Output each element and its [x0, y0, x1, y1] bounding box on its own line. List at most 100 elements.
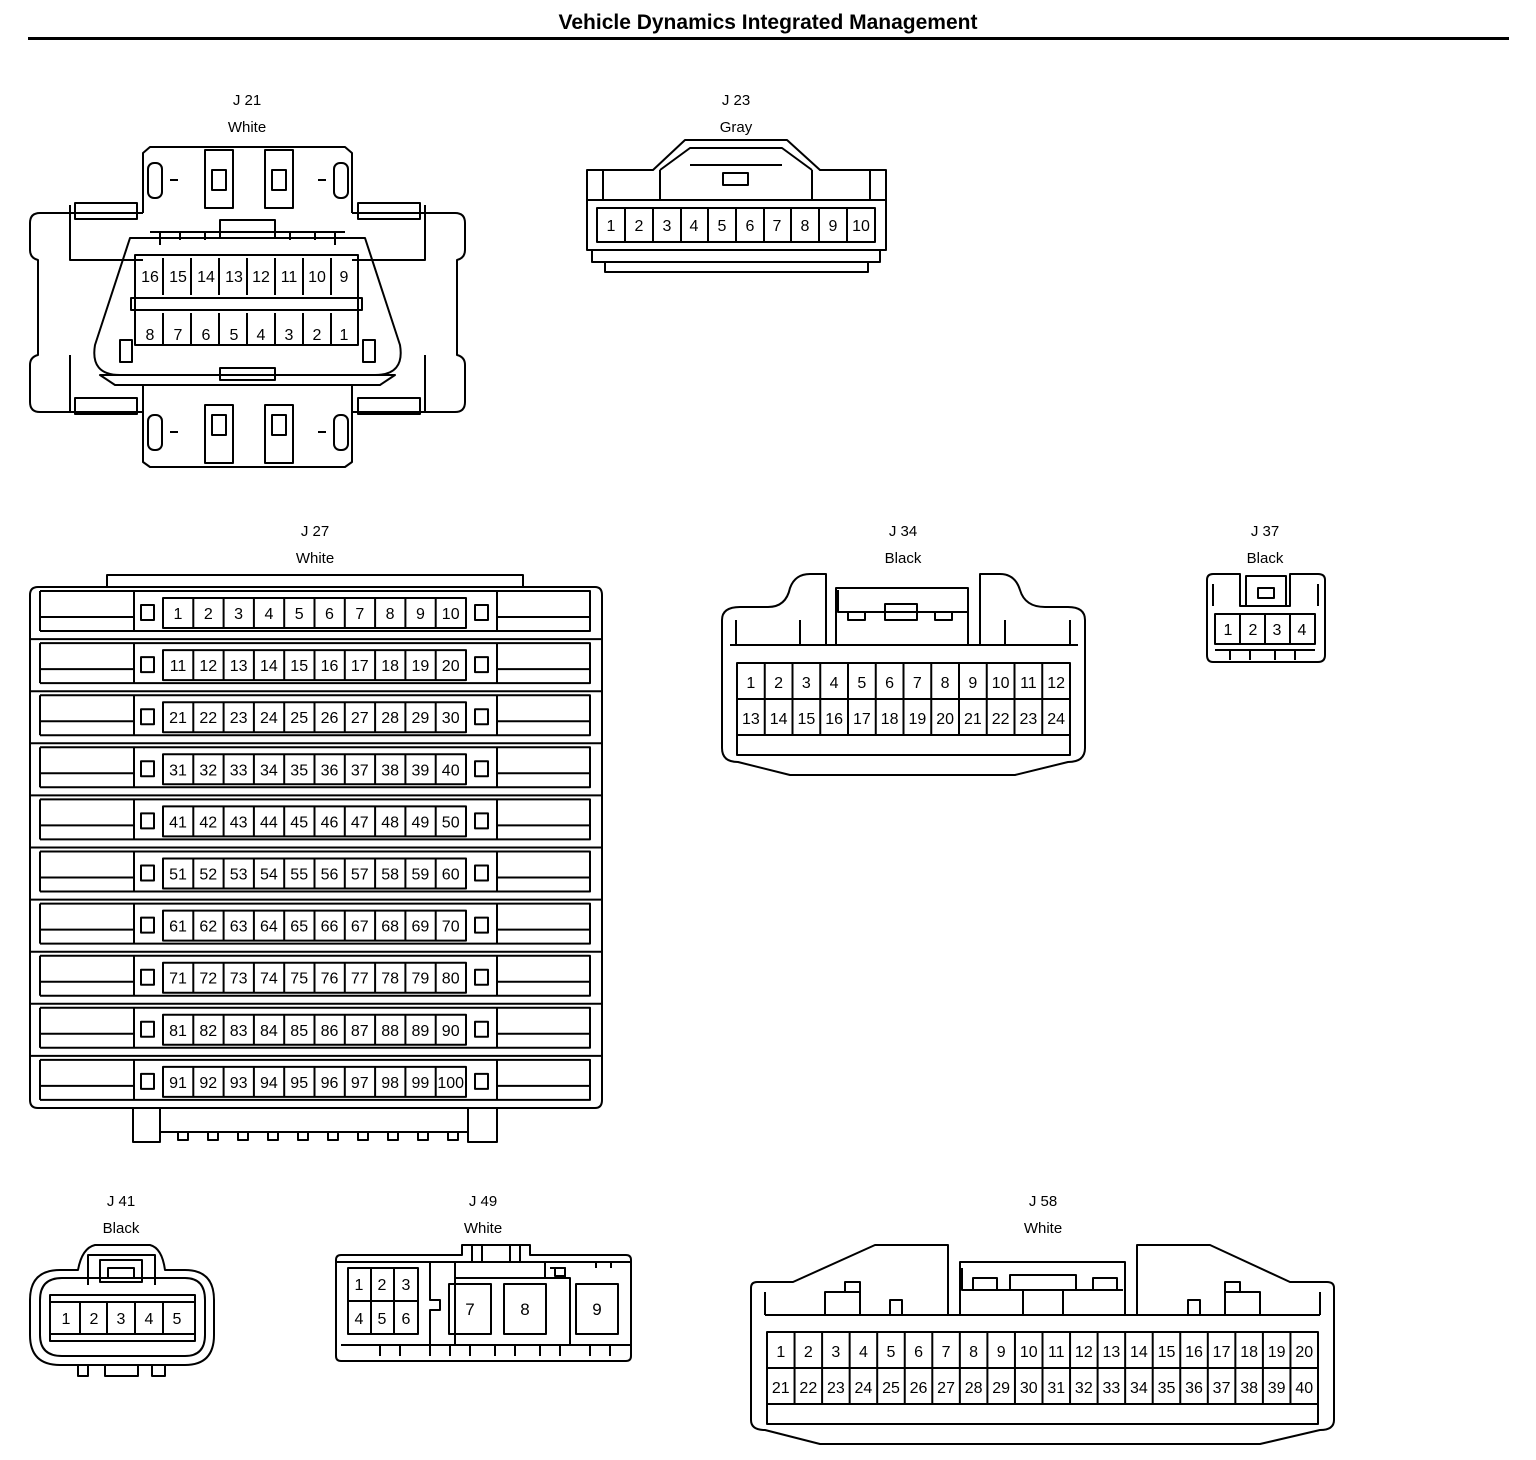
pin-number: 3 [117, 1311, 126, 1328]
pin-number: 45 [290, 814, 308, 831]
row-lock-slot [474, 1072, 489, 1090]
pin-number: 29 [412, 710, 430, 727]
pin-number: 26 [321, 710, 339, 727]
row-panel [40, 902, 591, 945]
pin-number: 14 [1130, 1344, 1148, 1361]
pin-number: 9 [340, 269, 349, 286]
row-panel [40, 1058, 591, 1101]
connector-id: J 23 [722, 92, 750, 109]
pin-number: 8 [146, 327, 155, 344]
pin-number: 34 [260, 762, 278, 779]
pin-number: 92 [199, 1075, 217, 1092]
pin-number: 54 [260, 867, 278, 884]
row-lock-slot [140, 708, 155, 726]
pin-number: 55 [290, 867, 308, 884]
pin-number: 16 [1185, 1344, 1203, 1361]
pin-number: 5 [887, 1344, 896, 1361]
pin-number: 35 [1158, 1380, 1176, 1397]
pin-number: 8 [969, 1344, 978, 1361]
connector-id: J 41 [107, 1193, 135, 1210]
row-window [133, 1059, 498, 1100]
pin-number: 21 [964, 711, 982, 728]
pin-number: 28 [381, 710, 399, 727]
pin-number: 40 [442, 762, 460, 779]
row-lock-slot [140, 760, 155, 778]
pin-number: 27 [351, 710, 369, 727]
connector-color: White [1024, 1220, 1062, 1237]
pin-number: 38 [381, 762, 399, 779]
pin-number: 34 [1130, 1380, 1148, 1397]
pin-number: 39 [412, 762, 430, 779]
pin-number: 25 [290, 710, 308, 727]
pin-number: 14 [260, 658, 278, 675]
connector-body [1206, 573, 1326, 663]
connector-color: White [296, 550, 334, 567]
connector-color: Gray [720, 119, 753, 136]
pin-cavities [79, 1302, 164, 1334]
pin-number: 5 [173, 1311, 182, 1328]
pin-number: 8 [941, 675, 950, 692]
pin-number: 57 [351, 867, 369, 884]
row-lock-slot [140, 1072, 155, 1090]
pin-number: 95 [290, 1075, 308, 1092]
pin-number: 20 [442, 658, 460, 675]
row-lock-slot [474, 812, 489, 830]
pin-number: 91 [169, 1075, 187, 1092]
pin-number: 94 [260, 1075, 278, 1092]
row-lock-slot [474, 864, 489, 882]
pin-number: 77 [351, 971, 369, 988]
pin-number: 68 [381, 919, 399, 936]
connector-j21: J 21 White [29, 92, 466, 468]
row-lock-slot [140, 968, 155, 986]
pin-number: 93 [230, 1075, 248, 1092]
pin-number: 2 [313, 327, 322, 344]
pin-number: 10 [1020, 1344, 1038, 1361]
row-window [133, 591, 498, 631]
pin-number: 11 [1020, 675, 1037, 692]
pin-number: 62 [199, 919, 217, 936]
pin-number: 35 [290, 762, 308, 779]
pin-number: 1 [776, 1344, 785, 1361]
pin-number: 72 [199, 971, 217, 988]
row-panel [40, 798, 591, 841]
pin-number: 22 [199, 710, 217, 727]
row-panel [40, 642, 591, 685]
row-window [133, 747, 498, 788]
pin-number: 19 [908, 711, 926, 728]
row-lock-slot [474, 1020, 489, 1038]
pin-number: 52 [199, 867, 217, 884]
connector-color: Black [103, 1220, 140, 1237]
pin-number: 18 [381, 658, 399, 675]
pin-number: 17 [853, 711, 871, 728]
pin-number: 13 [230, 658, 248, 675]
row-panel [40, 1006, 591, 1049]
pin-number: 6 [914, 1344, 923, 1361]
pin-number: 58 [381, 867, 399, 884]
pin-number: 13 [742, 711, 760, 728]
pin-number: 39 [1268, 1380, 1286, 1397]
pin-number: 76 [321, 971, 339, 988]
pin-number: 63 [230, 919, 248, 936]
pin-number: 59 [412, 867, 430, 884]
pin-number: 83 [230, 1023, 248, 1040]
row-lock-slot [140, 656, 155, 674]
pin-number: 8 [386, 606, 395, 623]
pin-cavities [1239, 614, 1291, 644]
pin-number: 4 [690, 218, 699, 235]
pin-number: 14 [197, 269, 215, 286]
connector-body [335, 1244, 632, 1362]
pin-number: 7 [174, 327, 183, 344]
pin-cavities [162, 258, 332, 345]
pin-number: 65 [290, 919, 308, 936]
pin-number: 79 [412, 971, 430, 988]
pin-number: 3 [234, 606, 243, 623]
pin-number: 51 [169, 867, 187, 884]
pin-number: 1 [746, 675, 755, 692]
pin-number: 89 [412, 1023, 430, 1040]
pin-number: 61 [169, 919, 187, 936]
pin-number: 44 [260, 814, 278, 831]
connector-j23: J 23 Gray 1 2 3 4 5 6 7 8 9 10 [586, 92, 887, 273]
pin-number: 73 [230, 971, 248, 988]
